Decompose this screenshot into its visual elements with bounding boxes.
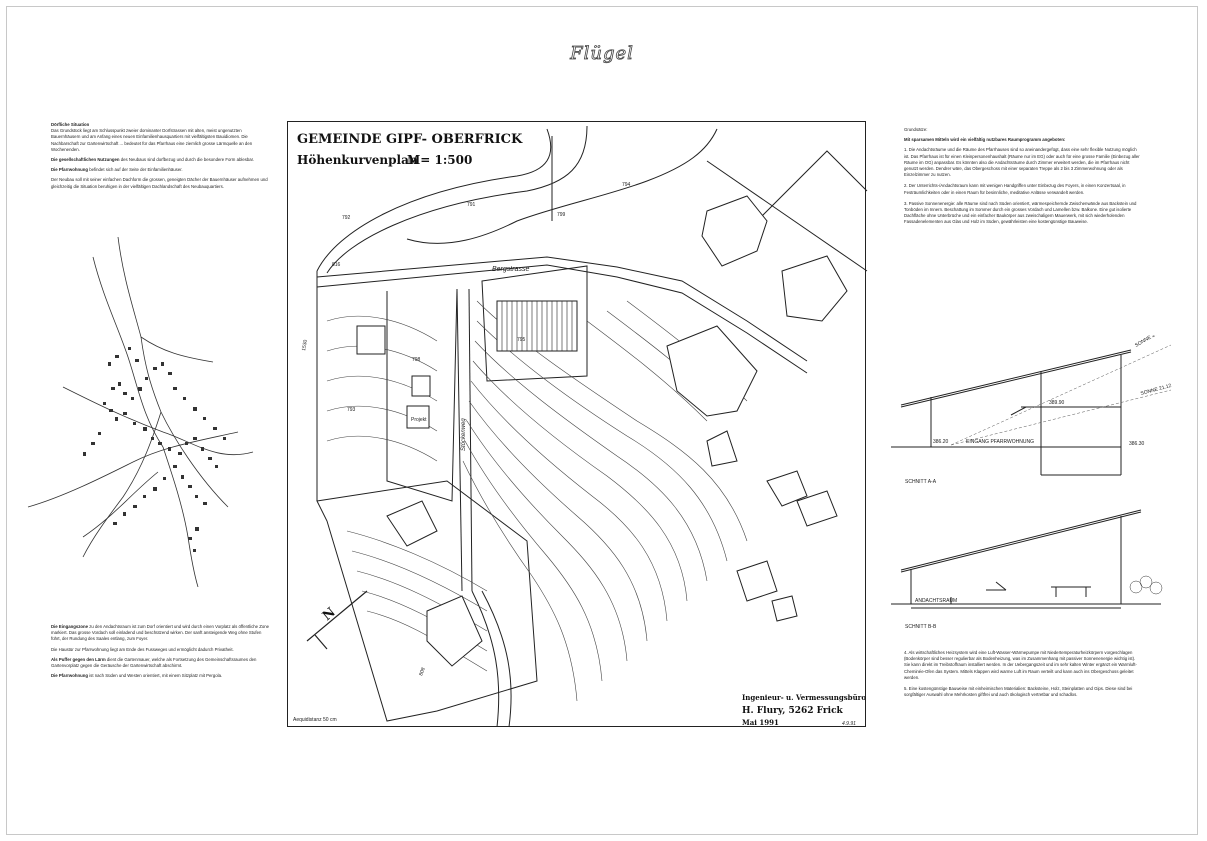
- section-a-drawing: EINGANG PFARRWOHNUNG 386.20 389.90 386.3…: [891, 335, 1172, 485]
- sun-label: SONNE 21.12: [1140, 383, 1172, 397]
- para-heading: Dörfliche Situation: [51, 122, 90, 127]
- project-label: Projekt: [411, 417, 427, 423]
- list-item: 5. Eine kostengünstige Bauweise mit einh…: [904, 686, 1133, 698]
- parcel-label: 808: [418, 667, 427, 677]
- parcel-label: 794: [622, 182, 631, 188]
- parcel-label: 1530: [301, 339, 309, 351]
- poster-title: Flügel: [570, 43, 634, 65]
- section-label: SCHNITT B-B: [905, 624, 937, 630]
- intro-text: Mit sparsamen Mitteln wird ein vielfälti…: [904, 137, 1066, 143]
- para-heading: Als Puffer gegen den Lärm: [51, 656, 106, 662]
- para-text: dient die Gartenmauer, welche als Fortse…: [51, 656, 257, 669]
- plan-date: Mai 1991: [742, 718, 779, 727]
- para-heading: Die Eingangszone: [51, 624, 89, 629]
- para-text: des Neubaus sind dorfbezug und durch die…: [120, 157, 255, 163]
- parcel-label: 791: [467, 202, 476, 208]
- room-label: ANDACHTSRAUM: [915, 598, 957, 604]
- left-text-bottom: Die Eingangszone zu den Andachtsraum ist…: [51, 624, 271, 683]
- list-item: 2. Der Unterrichts-/Andachtsraum kann mi…: [904, 183, 1126, 195]
- list-item: 4. Als wirtschaftliches Heizsystem wird …: [904, 650, 1137, 680]
- para-text: ist nach Süden und Westen orientiert, mi…: [89, 673, 223, 679]
- parcel-label: 795: [517, 337, 526, 343]
- para-text: Die Haustür zur Pfarrwohnung liegt am En…: [51, 646, 234, 652]
- section-b-drawing: ANDACHTSRAUM SCHNITT B-B: [891, 509, 1163, 630]
- signature: 4.9.91: [842, 721, 856, 727]
- section-label: SCHNITT A-A: [905, 479, 937, 485]
- para-text: Der Neubau soll mit seiner einfachen Dac…: [51, 177, 268, 189]
- parcel-label: 798: [412, 357, 421, 363]
- level-label: 389.90: [1049, 400, 1065, 406]
- para-heading: Die Pfarrwohnung: [51, 673, 89, 679]
- para-text: befindet sich auf der Seite der Einfamil…: [89, 167, 183, 173]
- plan-municipality: GEMEINDE GIPF- OBERFRICK: [297, 132, 523, 147]
- level-label: 386.20: [933, 439, 949, 445]
- level-label: 386.30: [1129, 441, 1145, 447]
- plan-subtitle: Höhenkurvenplan: [297, 153, 418, 167]
- street-label: Stöckenweg: [461, 418, 467, 451]
- parcel-label: 799: [557, 212, 566, 218]
- office-line2: H. Flury, 5262 Frick: [742, 706, 844, 716]
- parcel-label: 793: [347, 407, 356, 413]
- para-heading: Die gesellschaftlichen Nutzungen: [51, 157, 120, 163]
- list-item: 1. Die Andachtsräume und die Räume des P…: [904, 147, 1140, 178]
- right-text-bottom: 4. Als wirtschaftliches Heizsystem wird …: [904, 650, 1140, 703]
- parcel-label: 792: [342, 215, 351, 221]
- equidistance-note: Aequidistanz 50 cm: [293, 717, 337, 723]
- sun-label: SONNE 24.6: [1134, 335, 1162, 349]
- village-map: [27, 237, 254, 587]
- parcel-label: 816: [332, 262, 341, 268]
- list-item: 3. Passive Sonnenenergie: alle Räume sin…: [904, 200, 1137, 225]
- office-line1: Ingenieur- u. Vermessungsbüro: [742, 693, 866, 702]
- para-text: Das Grundstück liegt am Schlusspunkt zwe…: [51, 128, 253, 152]
- para-heading: Die Pfarrwohnung: [51, 167, 89, 173]
- entrance-label: EINGANG PFARRWOHNUNG: [966, 439, 1034, 445]
- street-label: Bergstrasse: [492, 266, 529, 273]
- contour-plan: GEMEINDE GIPF- OBERFRICK Höhenkurvenplan…: [287, 121, 868, 728]
- section-heading: Grundsätze:: [904, 127, 928, 132]
- plan-scale: M= 1:500: [407, 153, 472, 167]
- north-arrow-icon: [306, 590, 368, 650]
- right-text-top: Grundsätze: Mit sparsamen Mitteln wird e…: [904, 127, 1140, 231]
- para-text: zu den Andachtsraum ist zum Dorf orienti…: [51, 624, 269, 642]
